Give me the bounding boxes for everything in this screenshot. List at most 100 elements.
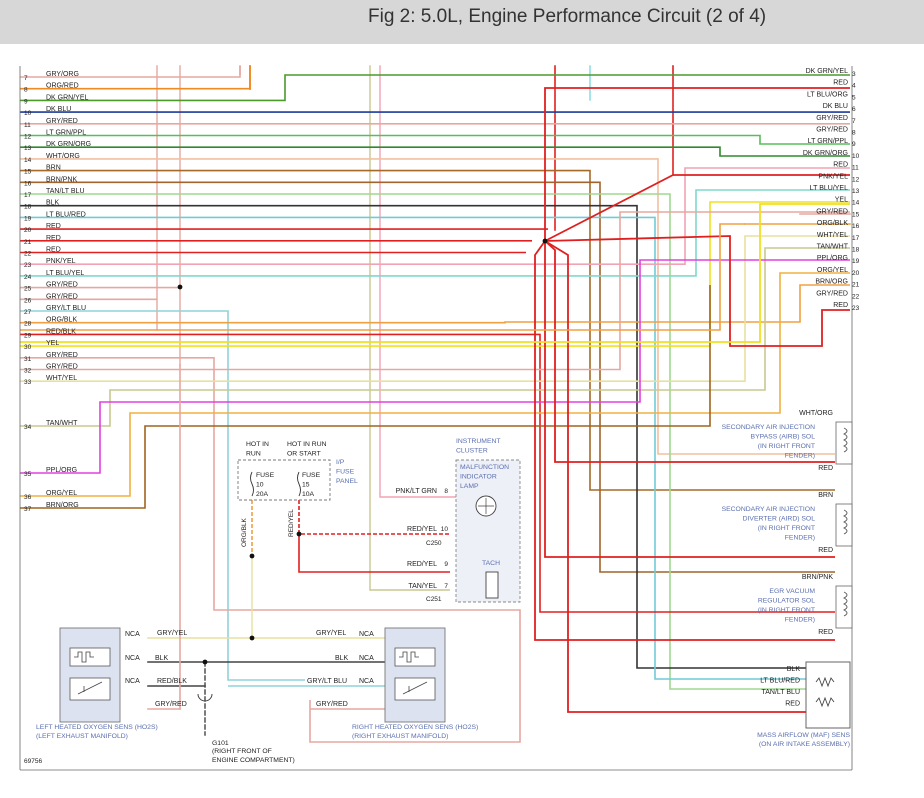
cluster-wire-label: TAN/YEL bbox=[408, 583, 437, 590]
aird-solenoid-title: SECONDARY AIR INJECTION bbox=[722, 506, 816, 513]
figure-number: 69756 bbox=[24, 758, 42, 765]
right-wire-label: LT BLU/YEL bbox=[810, 185, 848, 192]
left-ho2s-cell-icon bbox=[77, 681, 103, 695]
left-ho2s-nca: NCA bbox=[125, 678, 140, 685]
fuse-10-label: 20A bbox=[256, 491, 269, 498]
maf-thermistor-icon bbox=[815, 696, 835, 708]
right-wire-label: ORG/BLK bbox=[817, 220, 848, 227]
aird-solenoid-top-wire: BRN bbox=[818, 492, 833, 499]
egr-solenoid-body bbox=[835, 585, 853, 629]
left-wire-label: PPL/ORG bbox=[46, 467, 77, 474]
right-pin-number: 3 bbox=[852, 71, 856, 78]
tach-label: TACH bbox=[482, 560, 500, 567]
left-wire-label: GRY/LT BLU bbox=[46, 305, 86, 312]
right-ho2s-cell-box bbox=[394, 677, 436, 701]
wire-red-aird bbox=[544, 241, 835, 558]
left-ho2s-wire: GRY/YEL bbox=[157, 630, 187, 637]
maf-sensor-body bbox=[805, 661, 851, 729]
wire-blk bbox=[20, 204, 812, 669]
right-pin-number: 5 bbox=[852, 94, 856, 101]
left-pin-number: 12 bbox=[24, 134, 32, 141]
hot-in-run-or-start-label: HOT IN RUN bbox=[287, 441, 327, 448]
right-wire-label: RED bbox=[833, 302, 848, 309]
left-pin-number: 15 bbox=[24, 169, 32, 176]
right-wire-label: RED bbox=[833, 80, 848, 87]
left-wire-label: RED bbox=[46, 235, 61, 242]
wire-dk-grn-yel bbox=[20, 74, 850, 102]
left-pin-number: 13 bbox=[24, 145, 32, 152]
left-ho2s-title: (LEFT EXHAUST MANIFOLD) bbox=[36, 733, 128, 740]
left-pin-number: 22 bbox=[24, 251, 32, 258]
red-splice-dot bbox=[542, 238, 548, 244]
maf-wire-label: TAN/LT BLU bbox=[761, 689, 800, 696]
right-ho2s-wire: BLK bbox=[335, 655, 349, 662]
right-wire-label: ORG/YEL bbox=[817, 267, 848, 274]
right-wire-label: TAN/WHT bbox=[817, 244, 849, 251]
cluster-pin-number: 9 bbox=[444, 561, 448, 568]
left-pin-number: 16 bbox=[24, 180, 32, 187]
right-wire-label: GRY/RED bbox=[816, 290, 848, 297]
right-wire-label: DK BLU bbox=[823, 103, 848, 110]
wire-org-yel bbox=[20, 272, 850, 497]
left-wire-label: BRN/PNK bbox=[46, 176, 77, 183]
left-wire-label: BRN/ORG bbox=[46, 502, 79, 509]
left-pin-number: 34 bbox=[24, 424, 32, 431]
wire-red-yel-9 bbox=[298, 534, 450, 573]
right-ho2s-title: RIGHT HEATED OXYGEN SENS (HO2S) bbox=[352, 724, 478, 731]
hot-in-run-or-start-label: OR START bbox=[287, 451, 321, 458]
right-pin-number: 16 bbox=[852, 223, 860, 230]
wire-tan-wht bbox=[20, 247, 850, 427]
left-wire-label: TAN/WHT bbox=[46, 420, 78, 427]
left-wire-label: DK GRN/YEL bbox=[46, 94, 89, 101]
right-pin-number: 21 bbox=[852, 282, 860, 289]
right-wire-label: PPL/ORG bbox=[817, 255, 848, 262]
wire-ppl-org bbox=[20, 259, 850, 474]
ground-id: G101 bbox=[212, 740, 229, 747]
right-wire-label: DK GRN/ORG bbox=[803, 150, 848, 157]
wire-org-blk-label: ORG/BLK bbox=[241, 517, 248, 547]
left-ho2s-body bbox=[59, 627, 121, 723]
right-ho2s-wire: GRY/YEL bbox=[316, 630, 346, 637]
airb-solenoid-coil-icon bbox=[842, 427, 848, 453]
title-bar: Fig 2: 5.0L, Engine Performance Circuit … bbox=[0, 0, 924, 44]
right-pin-number: 17 bbox=[852, 235, 860, 242]
right-pin-number: 15 bbox=[852, 211, 860, 218]
ip-fuse-panel-label: PANEL bbox=[336, 478, 358, 485]
airb-solenoid-title: FENDER) bbox=[785, 453, 815, 460]
wire-yel bbox=[20, 203, 850, 343]
wire-brn-org bbox=[20, 285, 711, 509]
instrument-cluster-title: CLUSTER bbox=[456, 448, 488, 455]
maf-wire-label: BLK bbox=[787, 666, 801, 673]
left-pin-number: 19 bbox=[24, 215, 32, 222]
left-ho2s-wire: BLK bbox=[155, 655, 169, 662]
right-pin-number: 6 bbox=[852, 106, 856, 113]
left-wire-label: DK BLU bbox=[46, 106, 71, 113]
airb-solenoid-title: (IN RIGHT FRONT bbox=[758, 443, 815, 450]
right-wire-label: GRY/RED bbox=[816, 115, 848, 122]
left-ho2s-cell-box bbox=[69, 677, 111, 701]
right-wire-label: LT GRN/PPL bbox=[808, 138, 848, 145]
fuse-splice-dot bbox=[249, 553, 255, 559]
left-pin-number: 21 bbox=[24, 239, 32, 246]
airb-solenoid-top-wire: WHT/ORG bbox=[799, 410, 833, 417]
left-wire-label: PNK/YEL bbox=[46, 258, 76, 265]
cluster-wire-label: RED/YEL bbox=[407, 561, 437, 568]
egr-solenoid-bottom-wire: RED bbox=[818, 629, 833, 636]
wire-red-maf bbox=[544, 240, 812, 713]
egr-solenoid-title: REGULATOR SOL bbox=[758, 598, 815, 605]
left-wire-label: RED bbox=[46, 223, 61, 230]
left-pin-number: 11 bbox=[24, 122, 31, 129]
left-pin-number: 8 bbox=[24, 87, 28, 94]
right-ho2s-nca: NCA bbox=[359, 631, 374, 638]
maf-resistor-icon bbox=[815, 676, 835, 688]
left-pin-number: 33 bbox=[24, 379, 32, 386]
left-pin-number: 31 bbox=[24, 356, 32, 363]
left-wire-label: RED/BLK bbox=[46, 328, 76, 335]
left-wire-label: WHT/ORG bbox=[46, 153, 80, 160]
right-wire-label: BRN/ORG bbox=[815, 279, 848, 286]
maf-wire-label: LT BLU/RED bbox=[760, 678, 800, 685]
mil-filament-icon bbox=[478, 498, 494, 514]
left-ho2s-wire: GRY/RED bbox=[155, 701, 187, 708]
